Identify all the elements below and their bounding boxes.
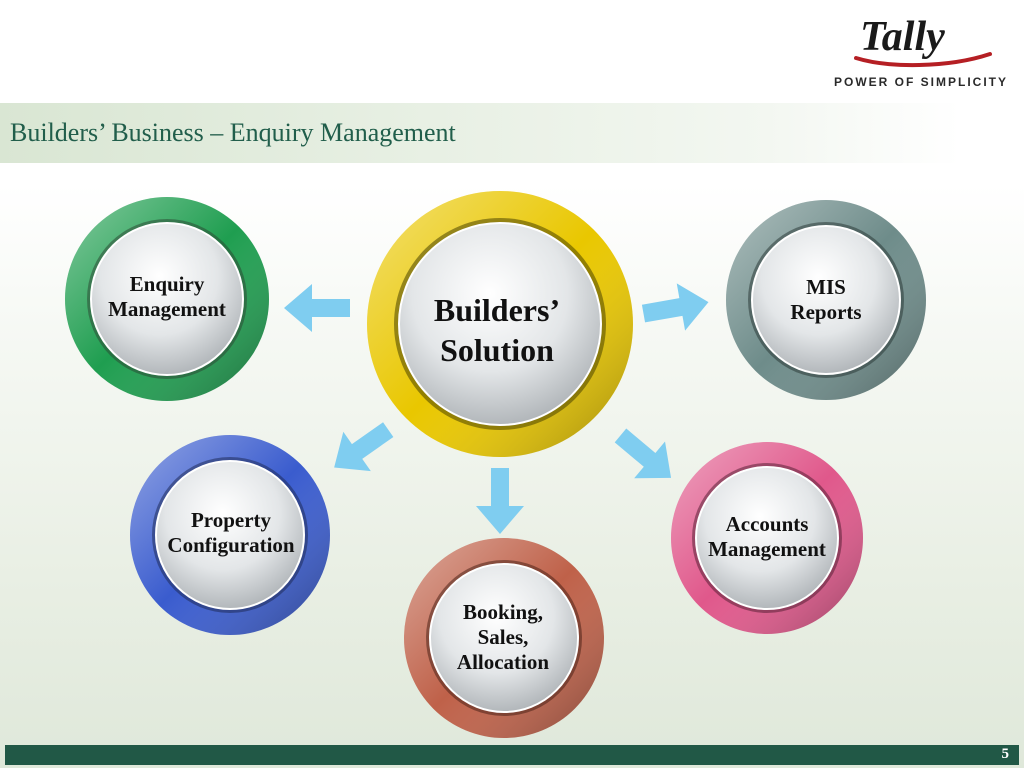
- arrow-to-accounts: [614, 428, 672, 479]
- logo-tagline: POWER OF SIMPLICITY: [833, 75, 1008, 89]
- arrow-to-mis: [641, 283, 709, 331]
- arrow-to-property: [334, 422, 394, 472]
- footer-bar: 5: [5, 745, 1019, 765]
- node-builders-solution: [367, 191, 633, 457]
- tally-logo-mark: Tally: [854, 14, 992, 68]
- node-mis-reports: [726, 200, 926, 400]
- arrow-to-booking: [476, 468, 524, 534]
- node-property-configuration: [130, 435, 330, 635]
- title-band: [0, 103, 960, 163]
- logo-wordmark: Tally: [860, 14, 945, 60]
- slide-title: Builders’ Business – Enquiry Management: [10, 118, 456, 147]
- arrow-to-enquiry: [284, 284, 350, 332]
- node-accounts-management: [671, 442, 863, 634]
- page-number: 5: [1001, 746, 1010, 762]
- node-booking-sales-allocation: [404, 538, 604, 738]
- node-enquiry-management: [65, 197, 269, 401]
- tally-logo: Tally POWER OF SIMPLICITY: [834, 10, 1008, 90]
